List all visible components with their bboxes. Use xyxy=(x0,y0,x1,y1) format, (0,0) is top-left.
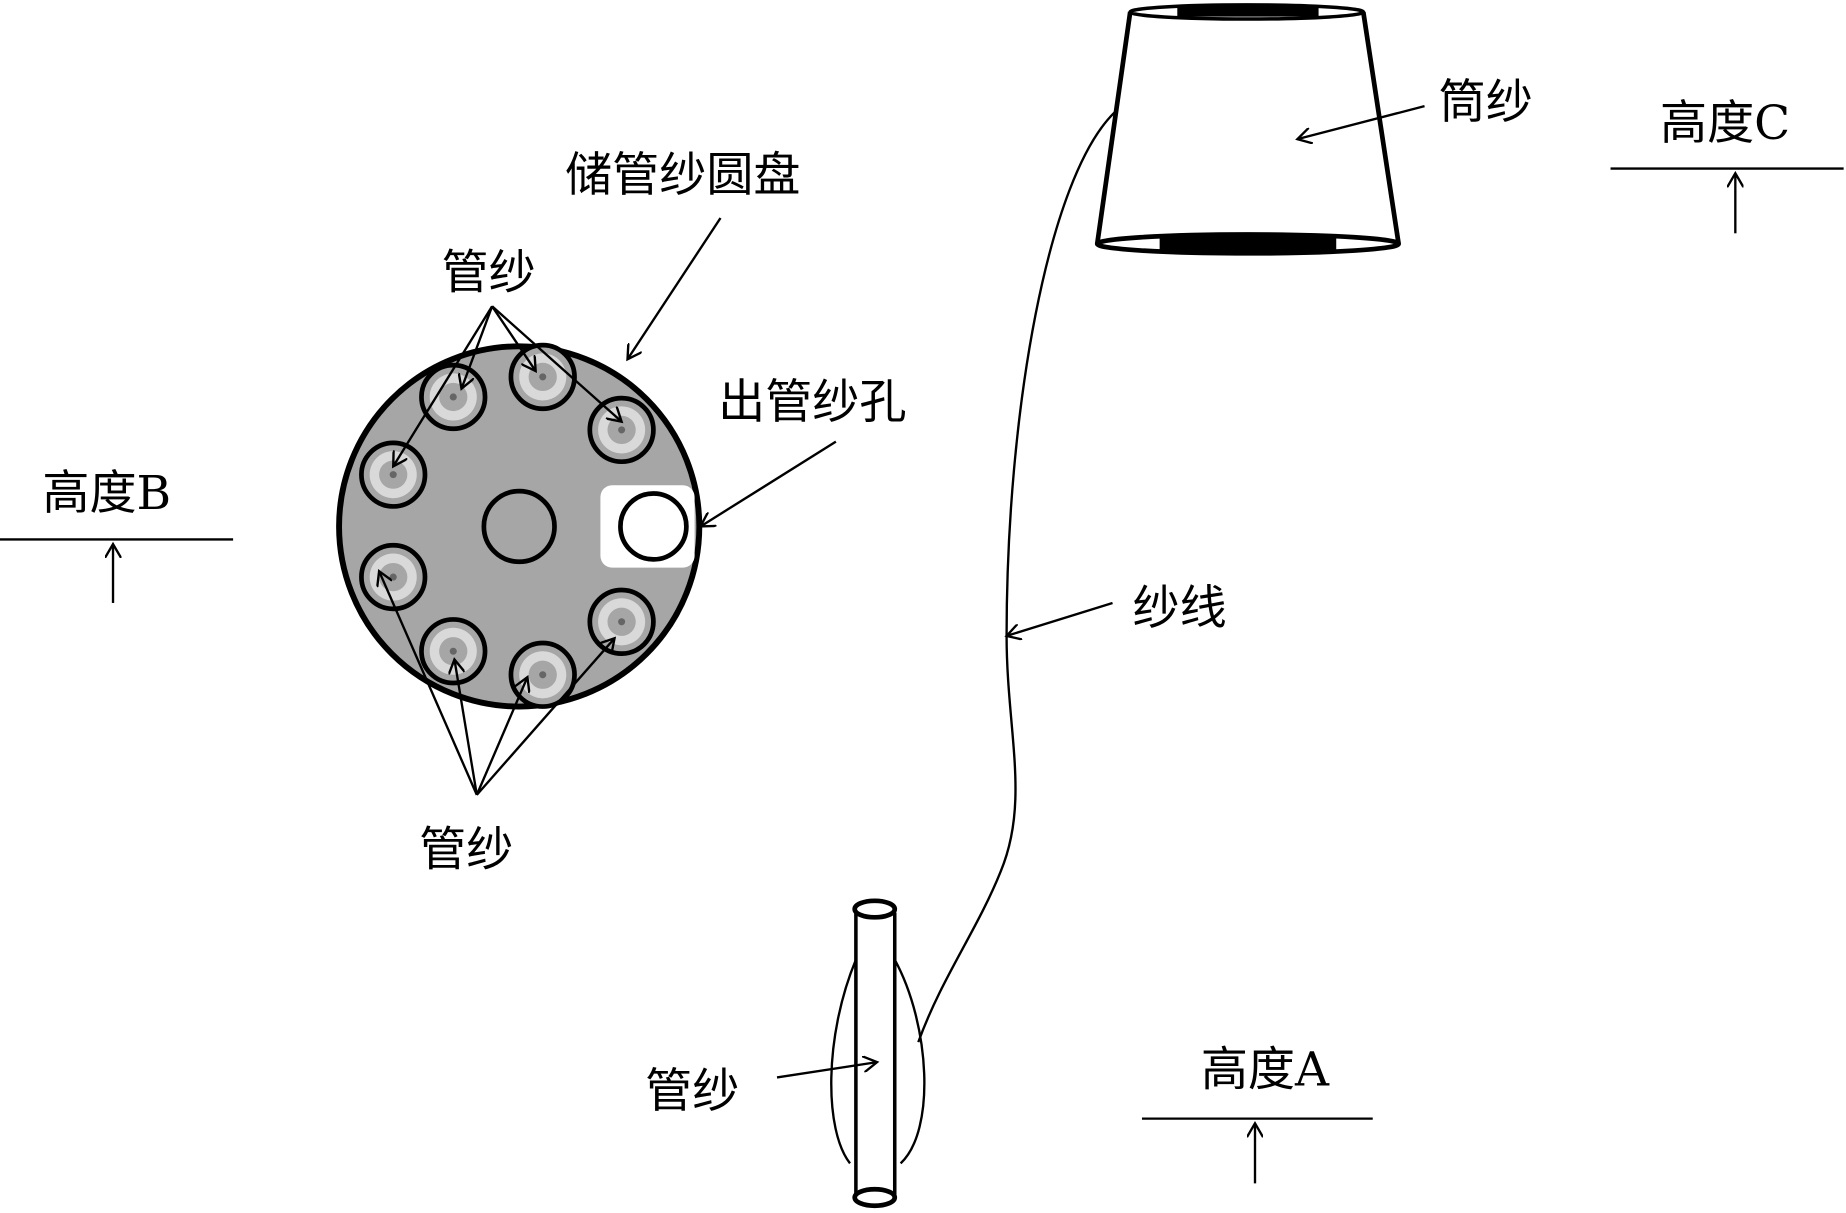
disk-bobbin xyxy=(419,362,488,432)
label-disk: 储管纱圆盘 xyxy=(565,148,800,203)
disk-bobbin xyxy=(587,395,656,465)
disk-bobbin xyxy=(359,542,428,612)
label-bobbins-bottom: 管纱 xyxy=(419,823,513,878)
exit-hole xyxy=(600,485,695,568)
cone-package xyxy=(1094,3,1401,256)
disk-center-hub xyxy=(481,488,557,565)
label-height-c: 高度C xyxy=(1660,96,1790,151)
label-bobbins-top: 管纱 xyxy=(441,246,535,301)
disk-bobbin xyxy=(587,587,656,656)
label-height-a: 高度A xyxy=(1201,1043,1330,1098)
label-height-b: 高度B xyxy=(42,466,171,521)
label-bobbin: 管纱 xyxy=(645,1064,739,1119)
label-exit-hole: 出管纱孔 xyxy=(718,375,906,430)
height-b-marker xyxy=(0,538,234,603)
disk-bobbin xyxy=(419,617,488,686)
label-cone: 筒纱 xyxy=(1439,75,1533,130)
disk-bobbin xyxy=(508,640,577,709)
disk-bobbin xyxy=(359,440,428,509)
label-yarn: 纱线 xyxy=(1133,581,1227,636)
height-c-marker xyxy=(1610,167,1844,234)
disk-bobbin xyxy=(508,342,577,412)
leader-arrows xyxy=(379,105,1425,1079)
storage-disk xyxy=(336,342,703,710)
yarn-line xyxy=(917,111,1116,1043)
bobbin-tube xyxy=(830,898,926,1209)
height-a-marker xyxy=(1141,1117,1373,1184)
